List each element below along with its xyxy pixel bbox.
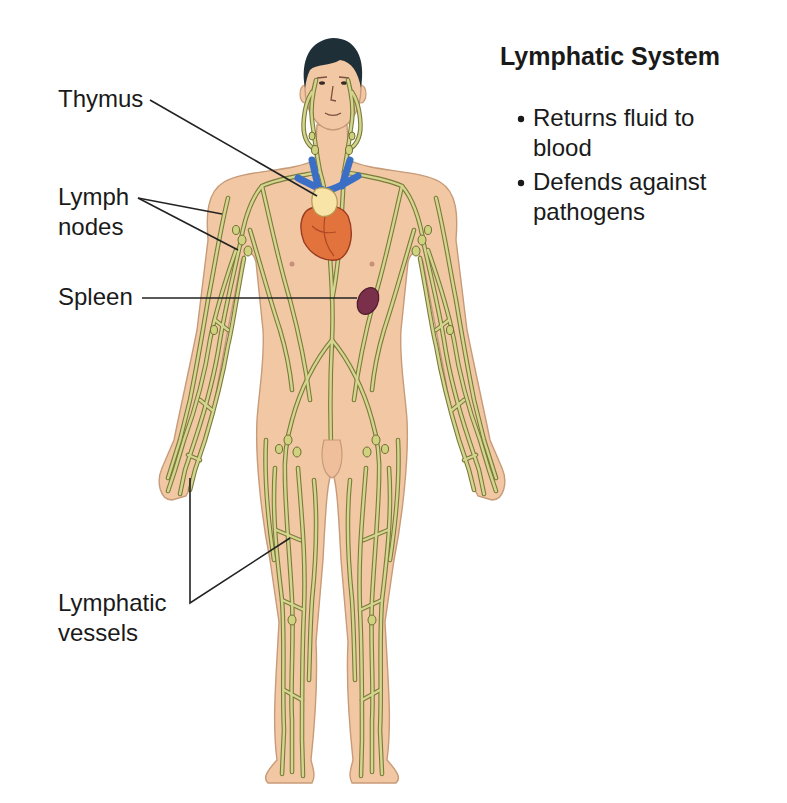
bullet-dot: [518, 116, 524, 122]
leader-line: [150, 100, 317, 196]
heart-detail: [312, 212, 336, 256]
nipple: [370, 262, 375, 267]
hair: [304, 38, 363, 88]
spleen: [353, 284, 383, 318]
part-label: Lymph nodes: [58, 182, 158, 242]
bullet-dot: [518, 180, 524, 186]
thymus: [312, 188, 337, 217]
leader-line: [138, 198, 238, 250]
part-label: Lymphatic vessels: [58, 588, 183, 648]
lymph-node-group: [346, 132, 454, 625]
part-label: Thymus: [58, 84, 198, 114]
leader-bracket: [190, 478, 290, 603]
neck-veins: [298, 160, 358, 191]
bullet-note: Defends against pathogens: [533, 167, 748, 227]
leader-line: [142, 297, 357, 299]
diagram-title: Lymphatic System: [500, 40, 720, 72]
bullet-note: Returns fluid to blood: [533, 103, 748, 163]
lymph-vessels: [332, 80, 496, 776]
nipple: [290, 262, 295, 267]
part-label: Spleen: [58, 282, 198, 312]
lymph-node-group: [211, 132, 319, 625]
eye: [319, 81, 325, 85]
body-outline: [159, 125, 505, 783]
leader-line: [138, 198, 222, 214]
genitals: [322, 440, 342, 478]
face-features: [317, 77, 349, 115]
lymph-vessels: [332, 80, 496, 776]
